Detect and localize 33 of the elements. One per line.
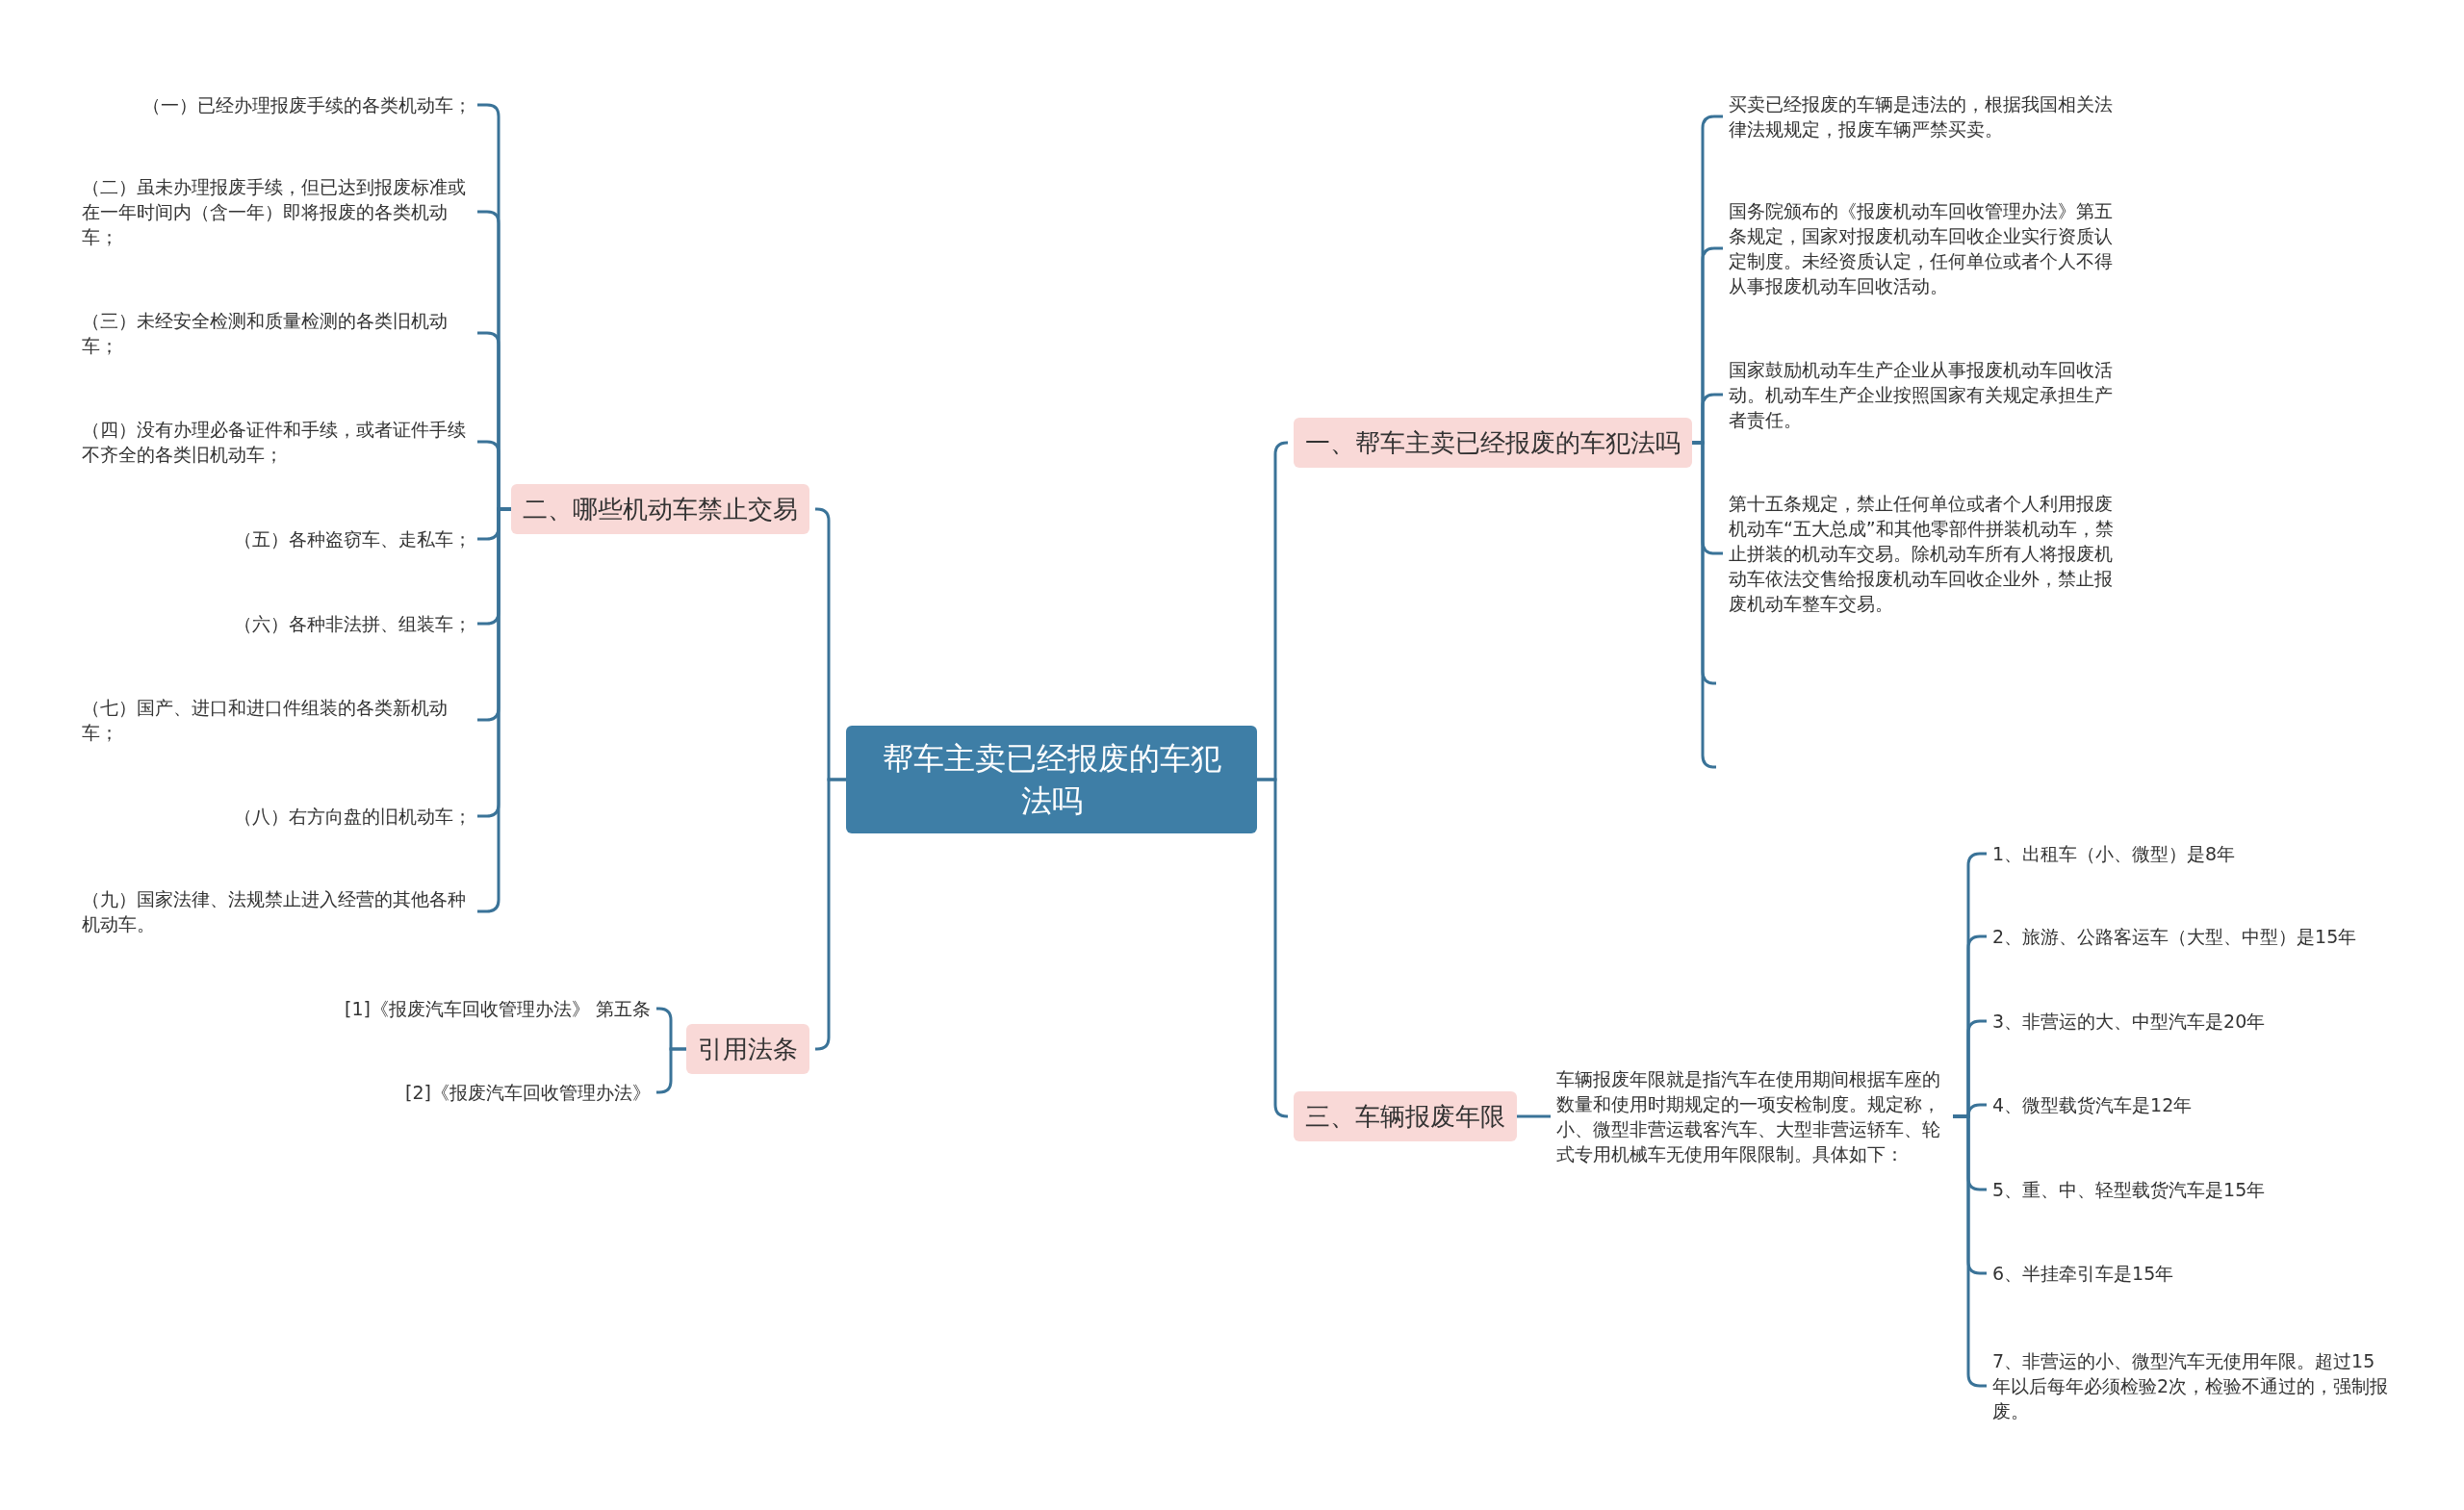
connector-line	[1692, 441, 1717, 769]
connector-line	[1257, 778, 1289, 1118]
leaf-text: （三）未经安全检测和质量检测的各类旧机动车；	[82, 308, 472, 358]
branch-topic: 一、帮车主卖已经报废的车犯法吗	[1294, 418, 1692, 468]
leaf-text: 7、非营运的小、微型汽车无使用年限。超过15年以后每年必须检验2次，检验不通过的，强制报废。	[1992, 1348, 2389, 1423]
leaf-text: （六）各种非法拼、组装车；	[234, 611, 472, 636]
connector-line	[1517, 1114, 1551, 1118]
leaf-text: 第十五条规定，禁止任何单位或者个人利用报废机动车“五大总成”和其他零部件拼装机动车，禁止拼装的机动车交易。除机动车所有人将报废机动车依法交售给报废机动车回收企业外，禁止报废机动车整车交易。	[1729, 491, 2123, 616]
leaf-text: [1]《报废汽车回收管理办法》 第五条	[345, 996, 651, 1021]
leaf-text: 国务院颁布的《报废机动车回收管理办法》第五条规定，国家对报废机动车回收企业实行资质认定制度。未经资质认定，任何单位或者个人不得从事报废机动车回收活动。	[1729, 198, 2123, 298]
leaf-text: 1、出租车（小、微型）是8年	[1992, 841, 2236, 866]
connector-line	[477, 507, 511, 913]
branch-topic: 三、车辆报废年限	[1294, 1091, 1517, 1141]
leaf-text: （七）国产、进口和进口件组装的各类新机动车；	[82, 695, 472, 745]
leaf-text: （一）已经办理报废手续的各类机动车；	[142, 92, 472, 117]
leaf-text: （五）各种盗窃车、走私车；	[234, 526, 472, 551]
leaf-text: 车辆报废年限就是指汽车在使用期间根据车座的数量和使用时期规定的一项安检制度。规定称，小、微型非营运载客汽车、大型非营运轿车、轮式专用机械车无使用年限限制。具体如下：	[1556, 1066, 1953, 1166]
leaf-text: （二）虽未办理报废手续，但已达到报废标准或在一年时间内（含一年）即将报废的各类机动车；	[82, 174, 472, 249]
leaf-text: 国家鼓励机动车生产企业从事报废机动车回收活动。机动车生产企业按照国家有关规定承担生产者责任。	[1729, 357, 2123, 432]
leaf-text: （八）右方向盘的旧机动车；	[234, 804, 472, 829]
leaf-text: [2]《报废汽车回收管理办法》	[405, 1080, 651, 1105]
leaf-text: 买卖已经报废的车辆是违法的，根据我国相关法律法规规定，报废车辆严禁买卖。	[1729, 91, 2123, 141]
leaf-text: 2、旅游、公路客运车（大型、中型）是15年	[1992, 924, 2357, 949]
connector-line	[656, 1047, 686, 1094]
central-topic: 帮车主卖已经报废的车犯法吗	[846, 726, 1257, 833]
branch-topic: 引用法条	[686, 1024, 809, 1074]
branch-topic: 二、哪些机动车禁止交易	[511, 484, 809, 534]
leaf-text: 6、半挂牵引车是15年	[1992, 1261, 2174, 1286]
leaf-text: （四）没有办理必备证件和手续，或者证件手续不齐全的各类旧机动车；	[82, 417, 472, 467]
leaf-text: 5、重、中、轻型载货汽车是15年	[1992, 1177, 2266, 1202]
leaf-text: 3、非营运的大、中型汽车是20年	[1992, 1009, 2266, 1034]
leaf-text: 4、微型载货汽车是12年	[1992, 1092, 2193, 1117]
leaf-text: （九）国家法律、法规禁止进入经营的其他各种机动车。	[82, 886, 472, 936]
